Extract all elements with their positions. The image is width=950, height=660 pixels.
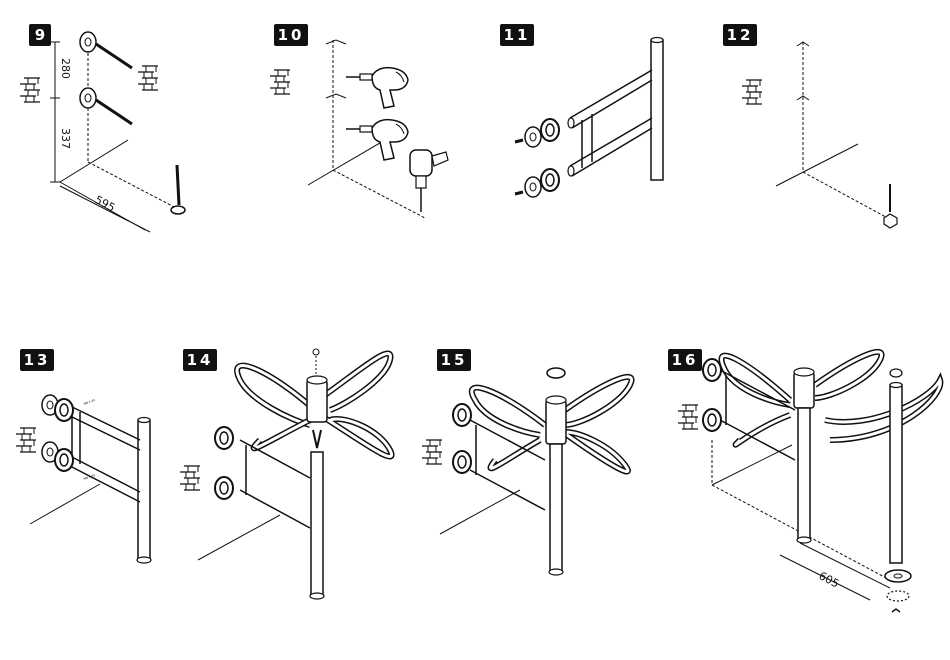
step-10-drawing	[270, 40, 448, 218]
step-16-drawing	[678, 352, 940, 612]
step-13-bolt-label-upper: M8 x 35	[83, 398, 96, 406]
step-12-drawing	[742, 42, 897, 228]
step-16-dim-base: 605	[817, 569, 842, 590]
step-14-drawing	[180, 349, 392, 599]
step-badge-13: 13	[20, 349, 54, 371]
step-badge-9: 9	[29, 24, 51, 46]
step-9-dim-lower: 337	[59, 128, 72, 149]
step-11-drawing	[515, 38, 663, 198]
step-badge-14: 14	[183, 349, 217, 371]
step-badge-10: 10	[274, 24, 308, 46]
step-9-dim-base: 595	[93, 193, 118, 214]
step-badge-15: 15	[437, 349, 471, 371]
step-badge-16: 16	[668, 349, 702, 371]
step-15-drawing	[422, 368, 632, 575]
step-9-dim-upper: 280	[59, 58, 72, 79]
step-badge-12: 12	[723, 24, 757, 46]
step-badge-11: 11	[500, 24, 534, 46]
